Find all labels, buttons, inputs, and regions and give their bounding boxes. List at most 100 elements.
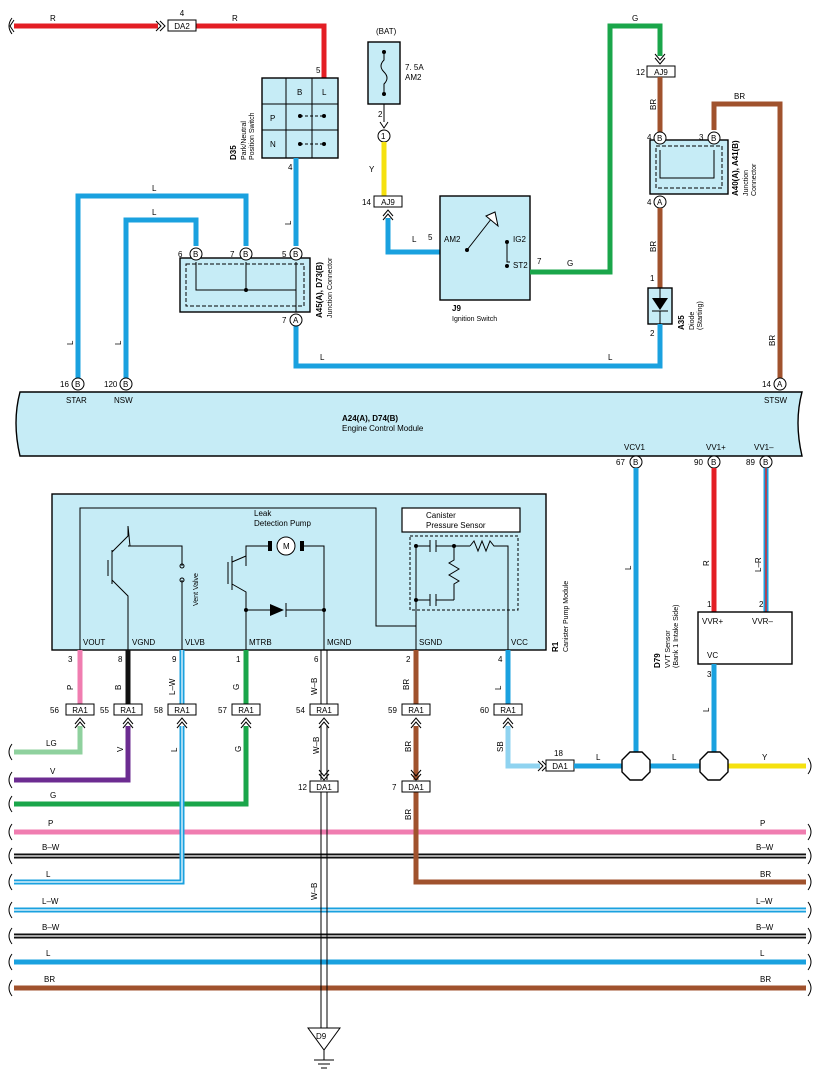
svg-text:B: B [763, 458, 768, 467]
svg-text:RA1: RA1 [500, 706, 516, 715]
da1-connector-right: DA1 18 [537, 749, 575, 772]
svg-text:L: L [284, 220, 293, 225]
svg-text:57: 57 [218, 706, 227, 715]
svg-text:B: B [711, 458, 716, 467]
svg-text:VV1–: VV1– [754, 443, 774, 452]
svg-text:4: 4 [288, 163, 293, 172]
svg-text:B: B [75, 380, 80, 389]
svg-text:67: 67 [616, 458, 625, 467]
svg-text:RA1: RA1 [174, 706, 190, 715]
svg-text:NSW: NSW [114, 396, 133, 405]
svg-text:Vent Valve: Vent Valve [193, 573, 200, 606]
svg-text:Canister: Canister [426, 511, 456, 520]
ground-d9: D9 [307, 1027, 341, 1069]
svg-text:7: 7 [282, 316, 287, 325]
svg-text:9: 9 [172, 655, 177, 664]
svg-text:54: 54 [296, 706, 305, 715]
junction-connector-a40: B B A 4 3 4 A40(A), A41(B) Junction Conn… [647, 131, 758, 209]
svg-text:AM2: AM2 [444, 235, 461, 244]
svg-text:A35: A35 [677, 315, 686, 330]
svg-text:(Starting): (Starting) [697, 301, 704, 330]
svg-text:5: 5 [428, 233, 433, 242]
svg-text:DA1: DA1 [552, 762, 568, 771]
svg-text:Connector: Connector [751, 163, 758, 196]
svg-text:AJ9: AJ9 [381, 198, 395, 207]
svg-text:5: 5 [282, 250, 287, 259]
svg-text:RA1: RA1 [120, 706, 136, 715]
svg-text:B: B [243, 250, 248, 259]
svg-text:3: 3 [707, 670, 712, 679]
svg-text:AM2: AM2 [405, 73, 422, 82]
svg-text:Ignition Switch: Ignition Switch [452, 316, 497, 323]
svg-text:3: 3 [68, 655, 73, 664]
svg-text:Y: Y [762, 753, 768, 762]
svg-text:Canister Pump Module: Canister Pump Module [563, 581, 570, 652]
r1-id: R1 [551, 641, 560, 652]
svg-text:5: 5 [316, 66, 321, 75]
svg-text:B–W: B–W [42, 843, 60, 852]
svg-text:12: 12 [298, 783, 307, 792]
svg-text:7: 7 [392, 783, 397, 792]
ignition-switch: 5 AM2 IG2 ST2 7 J9 Ignition Switch [428, 195, 542, 323]
diode-starting: 1 2 A35 Diode (Starting) [647, 274, 704, 338]
d35-id: D35 [229, 145, 238, 160]
svg-text:MTRB: MTRB [249, 638, 272, 647]
svg-text:59: 59 [388, 706, 397, 715]
svg-text:B: B [123, 380, 128, 389]
svg-text:L: L [494, 685, 503, 690]
svg-text:Park/Neutral: Park/Neutral [241, 121, 248, 160]
connector-aj9-left: AJ9 14 [362, 195, 403, 221]
svg-text:Y: Y [369, 165, 375, 174]
svg-text:4: 4 [647, 198, 652, 207]
da1-connectors: DA1 12 DA1 7 [298, 769, 431, 793]
svg-text:B–W: B–W [42, 923, 60, 932]
svg-text:L: L [152, 184, 157, 193]
svg-text:P: P [66, 685, 75, 690]
svg-text:LG: LG [46, 739, 57, 748]
svg-text:BR: BR [402, 679, 411, 690]
svg-text:B: B [633, 458, 638, 467]
svg-text:VLVB: VLVB [185, 638, 205, 647]
svg-text:SGND: SGND [419, 638, 442, 647]
svg-text:B: B [293, 250, 298, 259]
svg-text:VVR+: VVR+ [702, 617, 723, 626]
svg-text:L: L [702, 707, 711, 712]
svg-text:L: L [320, 353, 325, 362]
svg-text:ST2: ST2 [513, 261, 528, 270]
svg-text:BR: BR [44, 975, 55, 984]
svg-text:L: L [412, 235, 417, 244]
engine-control-module: B B A 16 120 14 STAR NSW STSW A24(A), D7… [15, 377, 803, 469]
svg-text:STAR: STAR [66, 396, 87, 405]
svg-text:14: 14 [762, 380, 771, 389]
svg-text:55: 55 [100, 706, 109, 715]
svg-text:1: 1 [236, 655, 241, 664]
svg-text:W–B: W–B [312, 737, 321, 754]
svg-text:18: 18 [554, 749, 563, 758]
svg-text:IG2: IG2 [513, 235, 526, 244]
svg-text:L: L [152, 208, 157, 217]
svg-text:A45(A), D73(B): A45(A), D73(B) [315, 262, 324, 318]
svg-text:BR: BR [404, 809, 413, 820]
r1-pin-wires: 3 8 9 1 6 2 4 P B L–W G W–B BR L [66, 650, 511, 704]
svg-text:MGND: MGND [327, 638, 352, 647]
svg-text:B: B [297, 88, 302, 97]
svg-text:2: 2 [759, 600, 764, 609]
connector-da2-label: DA2 [174, 22, 190, 31]
svg-text:RA1: RA1 [316, 706, 332, 715]
svg-text:L: L [760, 949, 765, 958]
svg-text:A: A [293, 316, 299, 325]
svg-text:Junction Connector: Junction Connector [327, 257, 334, 318]
svg-text:V: V [50, 767, 56, 776]
svg-text:(Bank 1 Intake Side): (Bank 1 Intake Side) [673, 605, 680, 668]
svg-text:RA1: RA1 [238, 706, 254, 715]
svg-text:2: 2 [406, 655, 411, 664]
svg-text:L: L [596, 753, 601, 762]
svg-text:VOUT: VOUT [83, 638, 105, 647]
svg-text:R: R [702, 560, 711, 566]
svg-text:Junction: Junction [743, 170, 750, 196]
svg-text:VGND: VGND [132, 638, 155, 647]
svg-text:VC: VC [707, 651, 718, 660]
svg-text:RA1: RA1 [408, 706, 424, 715]
svg-text:VCC: VCC [511, 638, 528, 647]
ecm-id: A24(A), D74(B) [342, 414, 398, 423]
